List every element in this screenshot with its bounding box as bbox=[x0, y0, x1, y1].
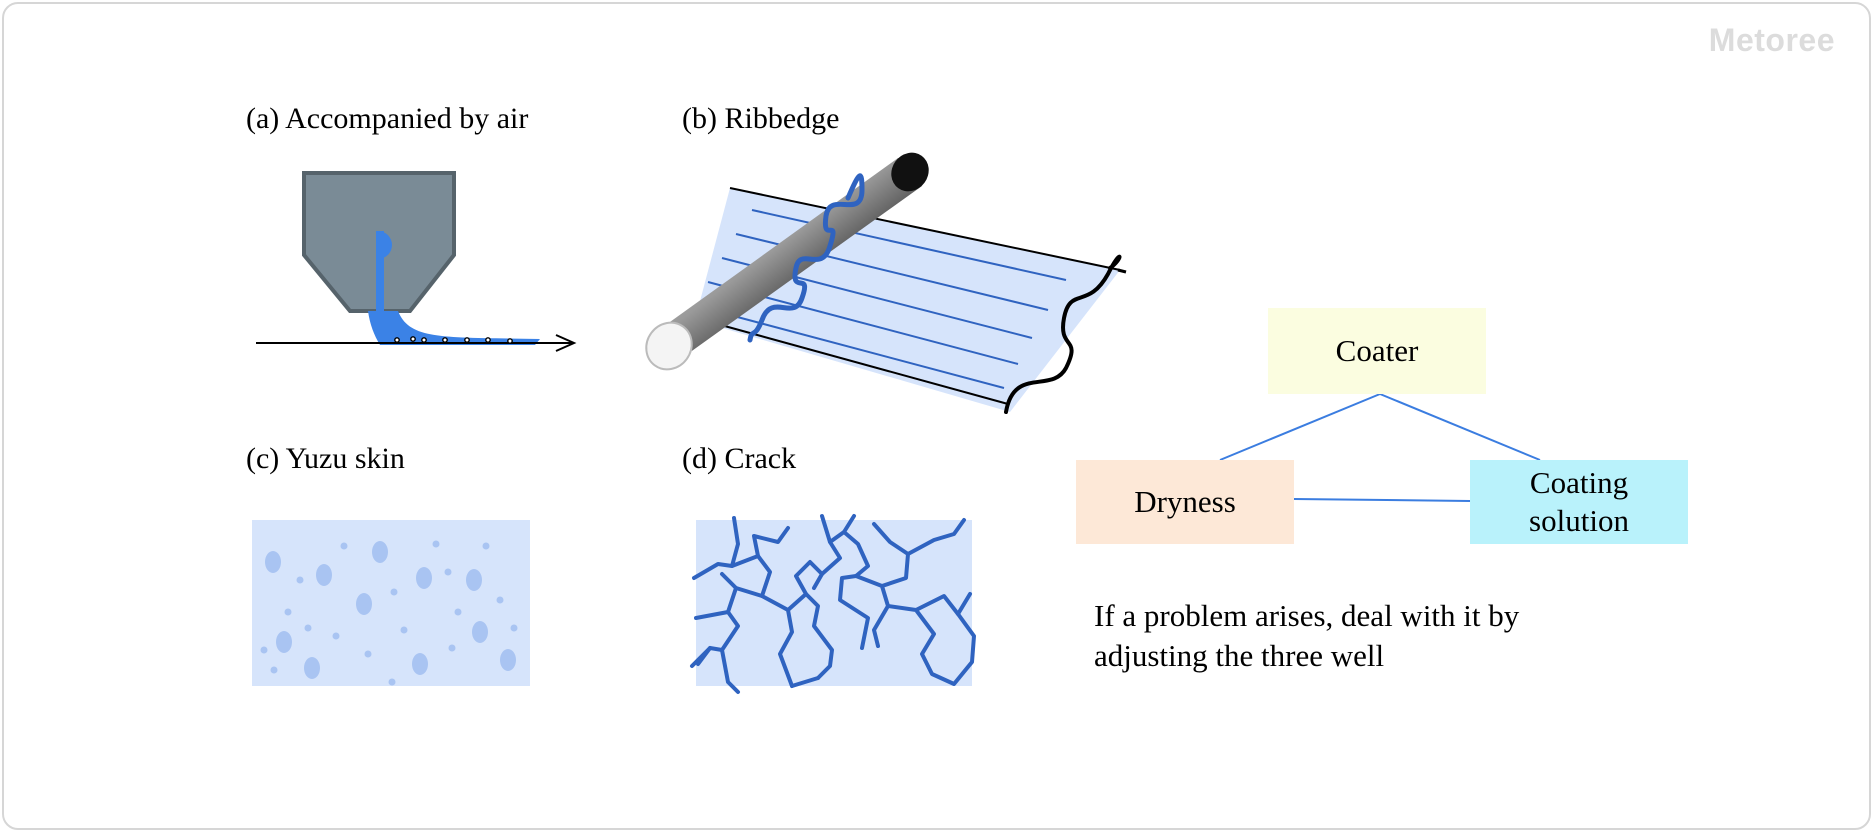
watermark-logo: Metoree bbox=[1708, 22, 1835, 58]
roll-end bbox=[645, 321, 693, 371]
dryness-box: Dryness bbox=[1076, 460, 1294, 544]
panel-b-label: (b) Ribbedge bbox=[682, 102, 840, 135]
orange-peel-dimples bbox=[260, 540, 518, 686]
air-entrainment-illustration bbox=[256, 171, 577, 352]
panel-c-label: (c) Yuzu skin bbox=[246, 442, 405, 475]
substrate-arrowhead bbox=[555, 334, 577, 352]
coating-solution-box: Coating solution bbox=[1470, 460, 1688, 544]
coater-box: Coater bbox=[1268, 308, 1486, 394]
connector-coater-dryness bbox=[1219, 393, 1381, 461]
ribbed-edge-wave bbox=[747, 173, 865, 343]
wavy-end-profile bbox=[1004, 254, 1122, 414]
coating-solution-label: Coating solution bbox=[1529, 465, 1629, 538]
connector-coater-solution bbox=[1379, 393, 1541, 461]
air-bubbles bbox=[394, 336, 513, 344]
crack-lines bbox=[690, 514, 976, 694]
dryness-label: Dryness bbox=[1134, 484, 1236, 519]
ribbing-illustration bbox=[645, 152, 1127, 414]
coating-roll bbox=[645, 152, 929, 371]
connector-dryness-solution bbox=[1293, 498, 1471, 502]
coating-bead bbox=[368, 311, 540, 345]
yuzu-skin-illustration bbox=[252, 520, 530, 686]
panel-d-label: (d) Crack bbox=[682, 442, 797, 475]
guidance-note: If a problem arises, deal with it by adj… bbox=[1094, 598, 1520, 673]
panel-a-label: (a) Accompanied by air bbox=[246, 102, 529, 135]
crack-illustration bbox=[690, 514, 976, 694]
coater-label: Coater bbox=[1335, 333, 1419, 368]
